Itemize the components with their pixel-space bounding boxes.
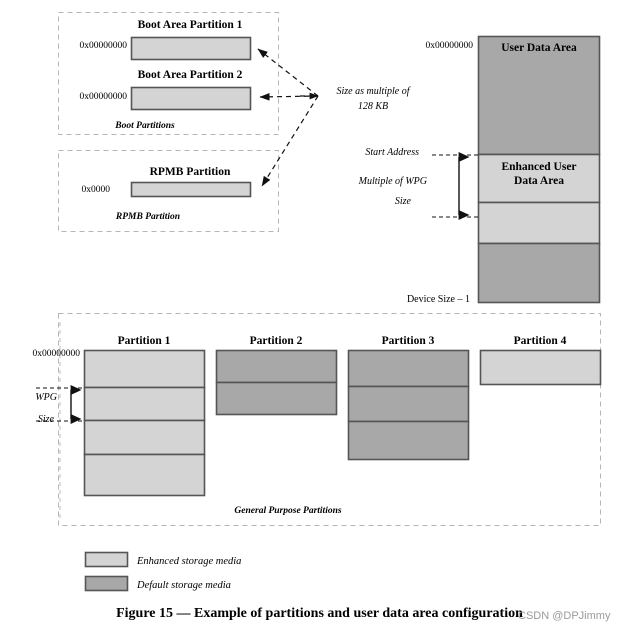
boot-partition-1-block — [130, 36, 252, 61]
general-purpose-partitions-container — [58, 313, 601, 526]
wpg-label-line-2: Size — [38, 414, 55, 425]
partition-1-segment-1 — [83, 349, 206, 389]
user-data-area-label: User Data Area — [501, 42, 577, 54]
figure-caption: Figure 15 — Example of partitions and us… — [116, 606, 523, 621]
rpmb-partition-container — [58, 150, 279, 232]
legend-swatch-default — [84, 575, 129, 592]
partition-2-segment-1 — [215, 349, 338, 384]
size-note-line-1: Size as multiple of — [336, 86, 410, 97]
diagram-canvas: Boot Area Partition 1 0x00000000 Boot Ar… — [33, 12, 602, 592]
leader-to-boot-2 — [259, 92, 319, 101]
partition-4-title: Partition 4 — [514, 335, 567, 347]
start-address-label: Start Address — [365, 147, 419, 158]
boot-partition-2-title: Boot Area Partition 2 — [138, 69, 243, 81]
boot-partitions-container — [58, 12, 279, 135]
boot-partitions-group-label: Boot Partitions — [114, 121, 175, 131]
partition-1-segment-2 — [83, 386, 206, 422]
boot-partition-2-address: 0x00000000 — [80, 92, 128, 102]
partition-3-segment-3 — [347, 420, 470, 461]
size-note-line-2: 128 KB — [358, 101, 388, 112]
rpmb-partition-block — [130, 181, 252, 198]
boot-partition-2-block — [130, 86, 252, 111]
rpmb-partition-address: 0x0000 — [82, 185, 111, 195]
rpmb-partitions-group-label: RPMB Partition — [115, 212, 180, 222]
partition-1-segment-4 — [83, 453, 206, 497]
device-size-address: Device Size – 1 — [407, 294, 470, 305]
user-data-area-bottom-block — [477, 242, 601, 304]
partition-2-segment-2 — [215, 381, 338, 416]
enhanced-user-data-area-block — [477, 153, 601, 204]
partition-3-segment-1 — [347, 349, 470, 388]
legend-label-default: Default storage media — [136, 580, 231, 591]
partition-4-segment-1 — [479, 349, 602, 386]
leader-to-rpmb — [261, 95, 319, 187]
enhanced-user-data-area-lower-block — [477, 201, 601, 245]
partition-1-segment-3 — [83, 419, 206, 456]
partition-3-segment-2 — [347, 385, 470, 423]
enhanced-user-data-area-label-line-2: Data Area — [514, 175, 564, 187]
wpg-label-line-1: WPG — [35, 392, 57, 403]
boot-partition-1-title: Boot Area Partition 1 — [138, 19, 243, 31]
general-purpose-group-label: General Purpose Partitions — [234, 506, 341, 516]
user-data-area-top-address: 0x00000000 — [426, 41, 474, 51]
user-data-area-top-block — [477, 35, 601, 156]
leader-to-boot-1 — [257, 48, 319, 97]
rpmb-partition-title: RPMB Partition — [150, 166, 231, 178]
boot-partition-1-address: 0x00000000 — [80, 41, 128, 51]
partition-2-title: Partition 2 — [250, 335, 303, 347]
partition-3-title: Partition 3 — [382, 335, 435, 347]
general-purpose-start-address: 0x00000000 — [33, 349, 81, 359]
legend-swatch-enhanced — [84, 551, 129, 568]
multiple-of-wpg-label: Multiple of WPG — [358, 176, 427, 187]
wpg-size-label: Size — [395, 196, 412, 207]
legend-label-enhanced: Enhanced storage media — [136, 556, 241, 567]
enhanced-user-data-area-label-line-1: Enhanced User — [501, 161, 576, 173]
partition-1-title: Partition 1 — [118, 335, 171, 347]
watermark: CSDN @DPJimmy — [518, 610, 611, 622]
